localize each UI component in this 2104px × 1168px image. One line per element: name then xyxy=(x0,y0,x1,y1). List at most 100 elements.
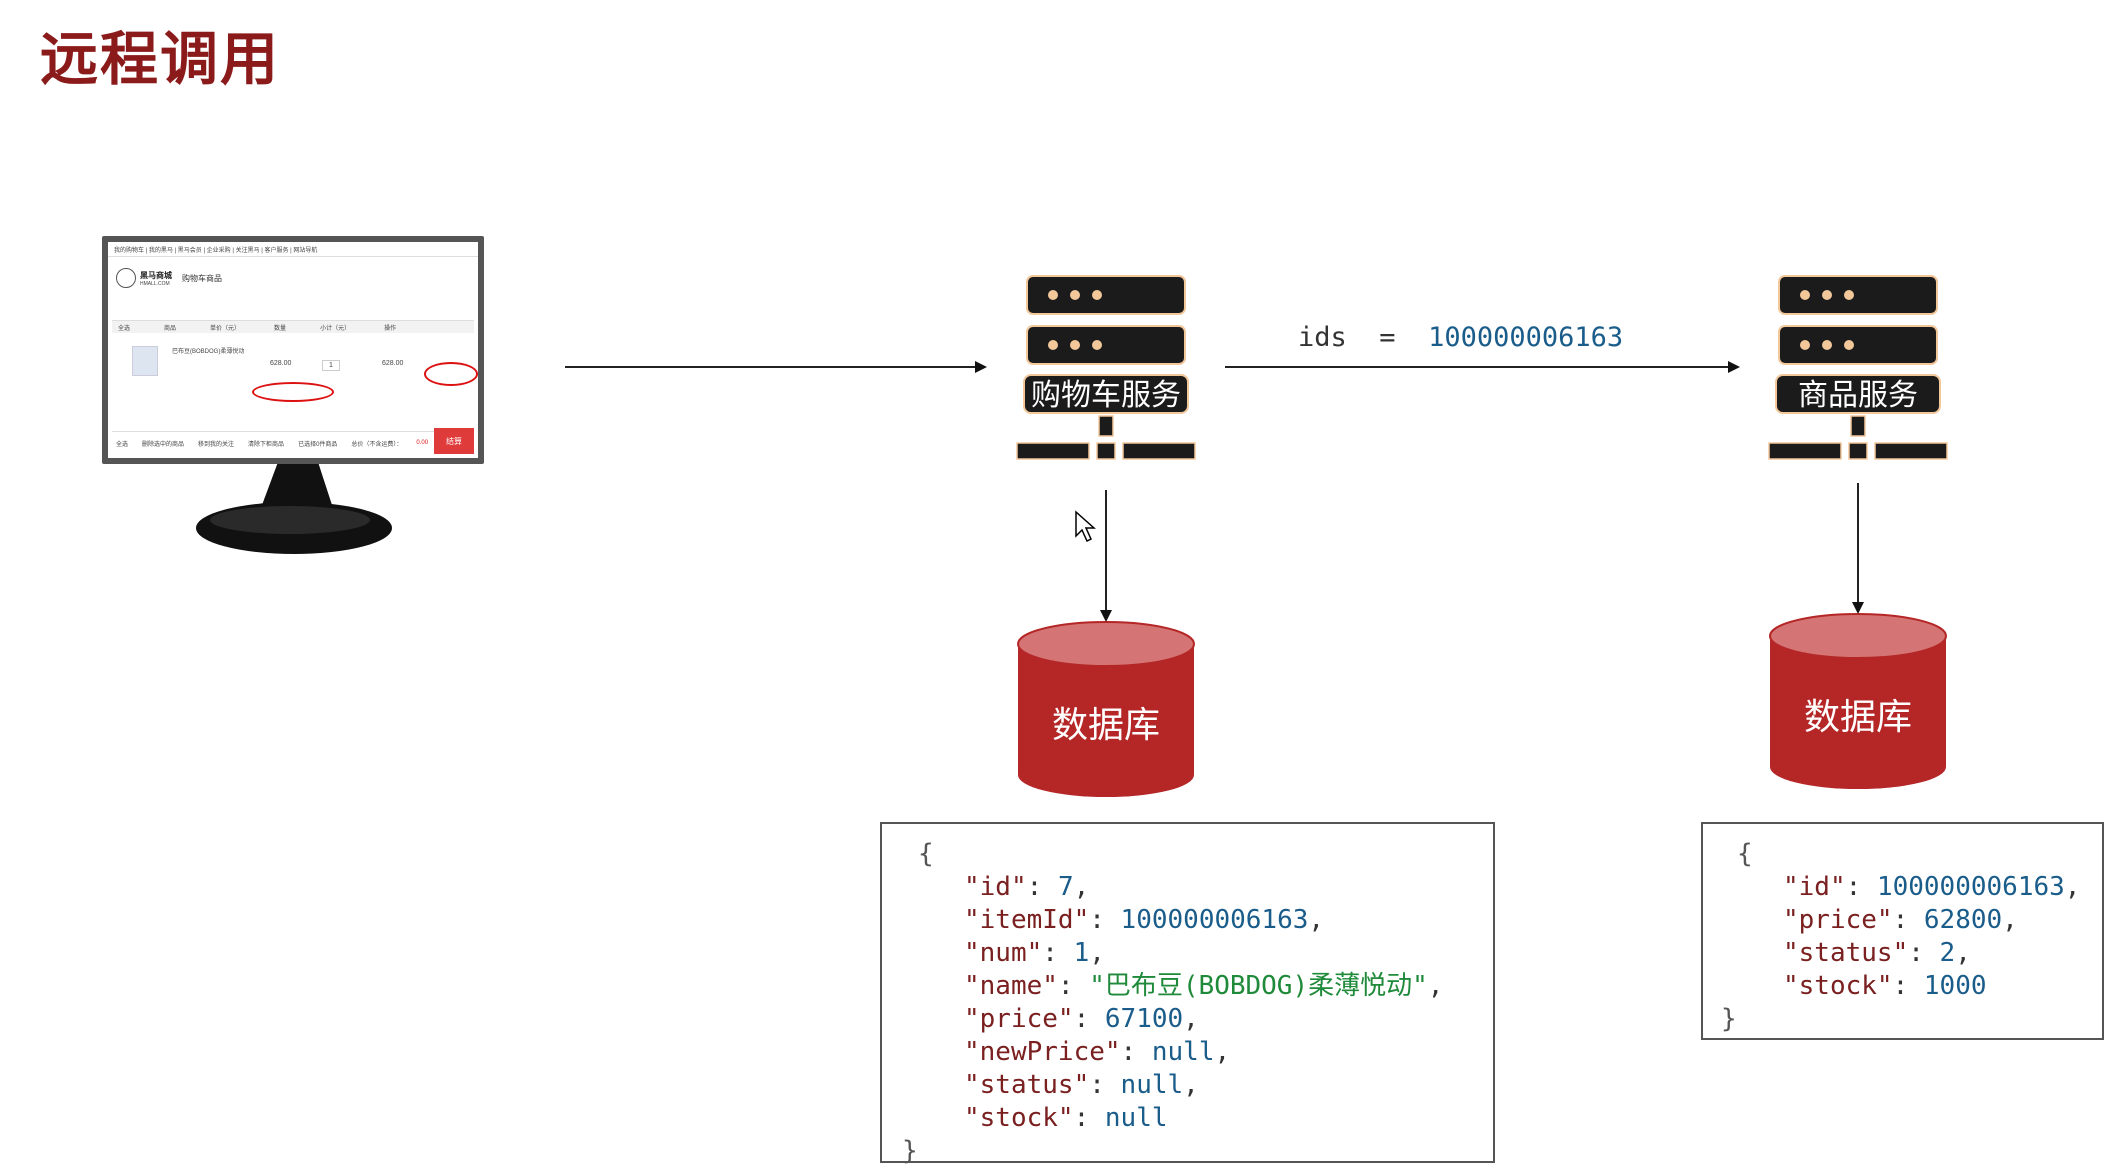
json-key: "num" xyxy=(964,938,1043,968)
json-key: "name" xyxy=(964,971,1058,1001)
item-json-fields: "id": 100000006163,"price": 62800,"statu… xyxy=(1737,871,2102,1003)
slide-title: 远程调用 xyxy=(40,25,281,93)
json-field-row: "stock": 1000 xyxy=(1783,970,2102,1003)
cart-json-box: { "id": 7,"itemId": 100000006163,"num": … xyxy=(880,822,1495,1166)
footer-delete-selected[interactable]: 删除选中的商品 xyxy=(142,441,185,448)
cart-service-label: 购物车服务 xyxy=(1023,374,1189,414)
footer-select-all[interactable]: 全选 xyxy=(116,441,129,448)
json-colon: : xyxy=(1908,938,1940,968)
json-field-row: "status": 2, xyxy=(1783,937,2102,970)
header-subtotal: 小计（元） xyxy=(320,325,351,332)
item-service-label: 商品服务 xyxy=(1775,374,1941,414)
json-key: "stock" xyxy=(1783,971,1893,1001)
json-colon: : xyxy=(1026,872,1058,902)
json-field-row: "price": 62800, xyxy=(1783,904,2102,937)
json-value: "巴布豆(BOBDOG)柔薄悦动" xyxy=(1089,971,1428,1001)
mall-top-links: 我的购物车 | 我的黑马 | 黑马会员 | 企业采购 | 关注黑马 | 客户服务… xyxy=(108,242,478,257)
json-value: null xyxy=(1151,1037,1215,1067)
product-name: 巴布豆(BOBDOG)柔薄悦动 xyxy=(172,349,245,355)
mouse-cursor-icon xyxy=(1075,510,1096,543)
json-open-brace: { xyxy=(1737,839,1753,869)
footer-move-to-favorites[interactable]: 移到我的关注 xyxy=(198,441,235,448)
json-key: "price" xyxy=(964,1004,1074,1034)
json-value: 62800 xyxy=(1923,905,2003,935)
json-colon: : xyxy=(1042,938,1074,968)
json-field-row: "id": 100000006163, xyxy=(1783,871,2102,904)
json-comma: , xyxy=(1089,938,1105,968)
json-close-brace: } xyxy=(1721,1004,1737,1034)
json-field-row: "num": 1, xyxy=(964,937,1493,970)
json-field-row: "price": 67100, xyxy=(964,1003,1493,1036)
param-equals: = xyxy=(1379,322,1396,353)
header-qty: 数量 xyxy=(274,325,287,332)
header-unit-price: 单价（元） xyxy=(210,325,241,332)
cart-title: 购物车商品 xyxy=(182,273,222,283)
json-field-row: "id": 7, xyxy=(964,871,1493,904)
cart-footer: 全选 删除选中的商品 移到我的关注 清除下柜商品 已选择0件商品 总价（不含运费… xyxy=(112,431,474,454)
json-value: null xyxy=(1104,1103,1168,1133)
json-value: 67100 xyxy=(1104,1004,1184,1034)
json-key: "stock" xyxy=(964,1103,1074,1133)
json-value: 100000006163 xyxy=(1120,905,1309,935)
json-field-row: "itemId": 100000006163, xyxy=(964,904,1493,937)
json-field-row: "newPrice": null, xyxy=(964,1036,1493,1069)
json-value: 1 xyxy=(1073,938,1090,968)
param-name: ids xyxy=(1298,322,1347,353)
cart-database-label: 数据库 xyxy=(1051,705,1160,746)
item-server-icon xyxy=(1768,275,1948,460)
json-key: "price" xyxy=(1783,905,1893,935)
param-value: 100000006163 xyxy=(1428,322,1624,353)
cart-database-icon xyxy=(1017,621,1195,797)
price-highlight-circle xyxy=(252,382,334,402)
json-comma: , xyxy=(1308,905,1325,935)
json-comma: , xyxy=(1955,938,1971,968)
json-key: "itemId" xyxy=(964,905,1090,935)
json-comma: , xyxy=(1427,971,1444,1001)
item-json-box: { "id": 100000006163,"price": 62800,"sta… xyxy=(1701,822,2104,1040)
mall-sub: HMALL.COM xyxy=(140,280,170,287)
json-colon: : xyxy=(1892,971,1924,1001)
json-field-row: "name": "巴布豆(BOBDOG)柔薄悦动", xyxy=(964,970,1493,1003)
item-database-label: 数据库 xyxy=(1803,697,1912,738)
json-key: "status" xyxy=(964,1070,1090,1100)
json-colon: : xyxy=(1089,905,1121,935)
json-colon: : xyxy=(1073,1004,1105,1034)
json-comma: , xyxy=(1183,1004,1199,1034)
json-colon: : xyxy=(1073,1103,1105,1133)
cart-server-icon xyxy=(1016,275,1196,460)
header-action: 操作 xyxy=(384,325,397,332)
client-monitor: 我的购物车 | 我的黑马 | 黑马会员 | 企业采购 | 关注黑马 | 客户服务… xyxy=(102,236,484,464)
json-comma: , xyxy=(1073,872,1090,902)
footer-total-label: 总价（不含运费）： xyxy=(351,441,403,448)
cart-table-header: 全选 商品 单价（元） 数量 小计（元） 操作 xyxy=(112,320,474,333)
monitor-stand xyxy=(196,462,392,554)
checkout-button[interactable]: 结算 xyxy=(434,428,474,454)
product-thumbnail xyxy=(132,346,158,376)
json-field-row: "status": null, xyxy=(964,1069,1493,1102)
json-comma: , xyxy=(1183,1070,1199,1100)
json-close-brace: } xyxy=(902,1136,918,1166)
json-key: "id" xyxy=(964,872,1027,902)
json-open-brace: { xyxy=(918,839,934,869)
footer-total-value: 0.00 xyxy=(416,440,429,446)
json-value: 100000006163 xyxy=(1876,872,2065,902)
json-value: 7 xyxy=(1057,872,1074,902)
json-key: "id" xyxy=(1783,872,1846,902)
item-database-icon xyxy=(1769,613,1947,789)
footer-selected-count: 已选择0件商品 xyxy=(298,441,338,448)
json-field-row: "stock": null xyxy=(964,1102,1493,1135)
mall-logo-icon xyxy=(116,268,136,288)
unit-price: 628.00 xyxy=(270,360,292,367)
json-value: null xyxy=(1120,1070,1184,1100)
json-key: "newPrice" xyxy=(964,1037,1121,1067)
header-select-all: 全选 xyxy=(118,325,131,332)
action-highlight-circle xyxy=(424,362,478,386)
cart-item-row: 巴布豆(BOBDOG)柔薄悦动 628.00 1 628.00 xyxy=(112,340,478,402)
mall-name: 黑马商城 xyxy=(140,270,172,280)
qty-stepper[interactable]: 1 xyxy=(322,360,340,371)
json-comma: , xyxy=(2064,872,2081,902)
footer-clear-unavailable[interactable]: 清除下柜商品 xyxy=(248,441,285,448)
mall-logo: 黑马商城 HMALL.COM 购物车商品 xyxy=(116,268,222,288)
json-colon: : xyxy=(1057,971,1090,1001)
